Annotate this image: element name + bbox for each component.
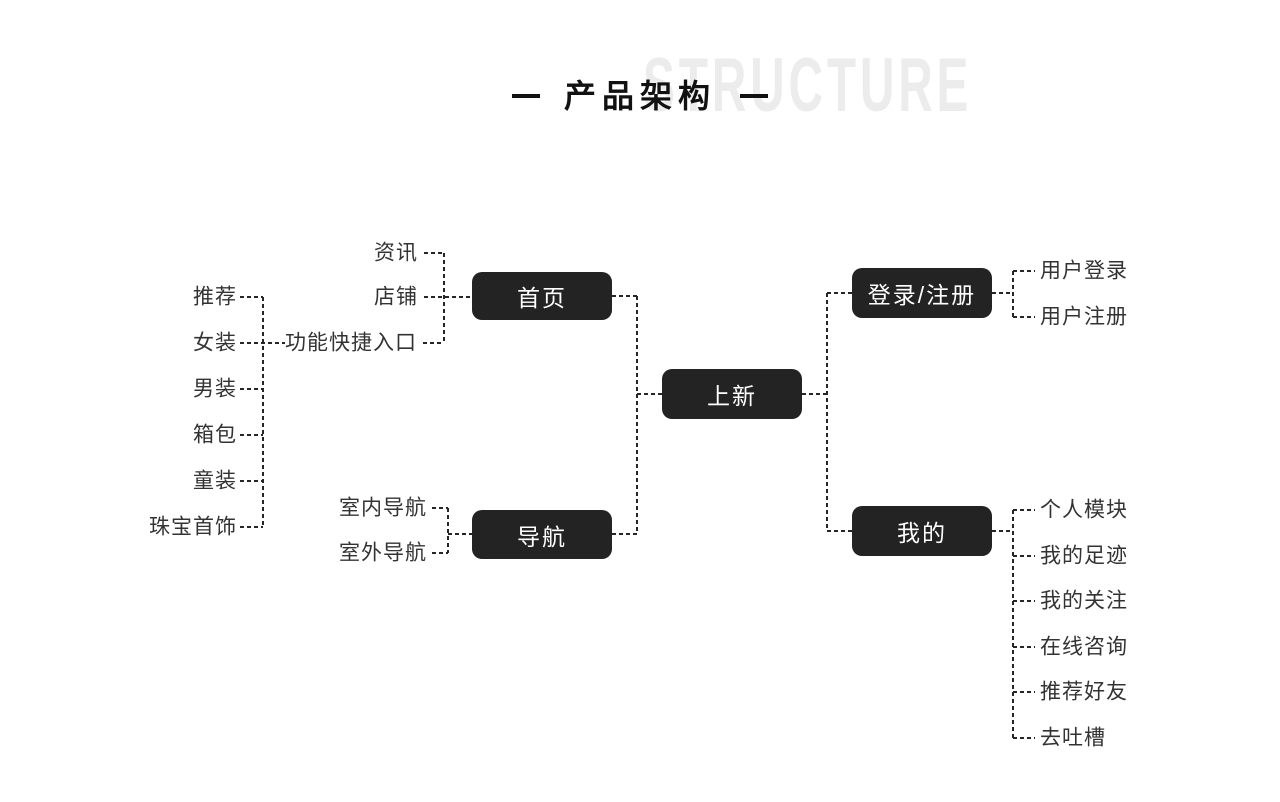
node-login-register: 登录/注册 <box>852 268 992 318</box>
label-recommend-friends: 推荐好友 <box>1040 680 1128 704</box>
label-bags: 箱包 <box>193 423 237 447</box>
label-quick-entry: 功能快捷入口 <box>285 331 417 355</box>
label-womens-wear: 女装 <box>193 331 237 355</box>
label-user-register: 用户注册 <box>1040 305 1128 329</box>
node-mine: 我的 <box>852 506 992 556</box>
label-my-footprints: 我的足迹 <box>1040 544 1128 568</box>
label-user-login: 用户登录 <box>1040 259 1128 283</box>
label-online-consult: 在线咨询 <box>1040 635 1128 659</box>
page-title-row: 产品架构 <box>0 78 1280 114</box>
label-recommend: 推荐 <box>193 285 237 309</box>
background-watermark-word: STRUCTURE <box>643 43 973 128</box>
node-root-new: 上新 <box>662 369 802 419</box>
connector-login-children <box>992 270 1035 318</box>
title-dash-left <box>511 94 540 98</box>
title-dash-right <box>740 94 768 98</box>
label-shop: 店铺 <box>374 285 418 309</box>
connector-home-children <box>423 252 472 344</box>
label-profile-module: 个人模块 <box>1040 498 1128 522</box>
connector-mine-children <box>992 509 1035 739</box>
connector-right-spine <box>802 292 852 532</box>
connector-quick-entry-cluster <box>240 296 285 528</box>
label-jewelry: 珠宝首饰 <box>149 515 237 539</box>
label-kids-wear: 童装 <box>193 469 237 493</box>
connector-nav-children <box>432 507 472 554</box>
label-my-follows: 我的关注 <box>1040 589 1128 613</box>
label-mens-wear: 男装 <box>193 377 237 401</box>
label-feedback: 去吐槽 <box>1040 726 1106 750</box>
label-outdoor-nav: 室外导航 <box>339 541 427 565</box>
node-home: 首页 <box>472 272 612 320</box>
page-title: 产品架构 <box>563 78 716 114</box>
label-news: 资讯 <box>374 241 418 265</box>
label-indoor-nav: 室内导航 <box>339 496 427 520</box>
node-nav: 导航 <box>472 510 612 559</box>
connector-left-spine <box>612 295 662 535</box>
